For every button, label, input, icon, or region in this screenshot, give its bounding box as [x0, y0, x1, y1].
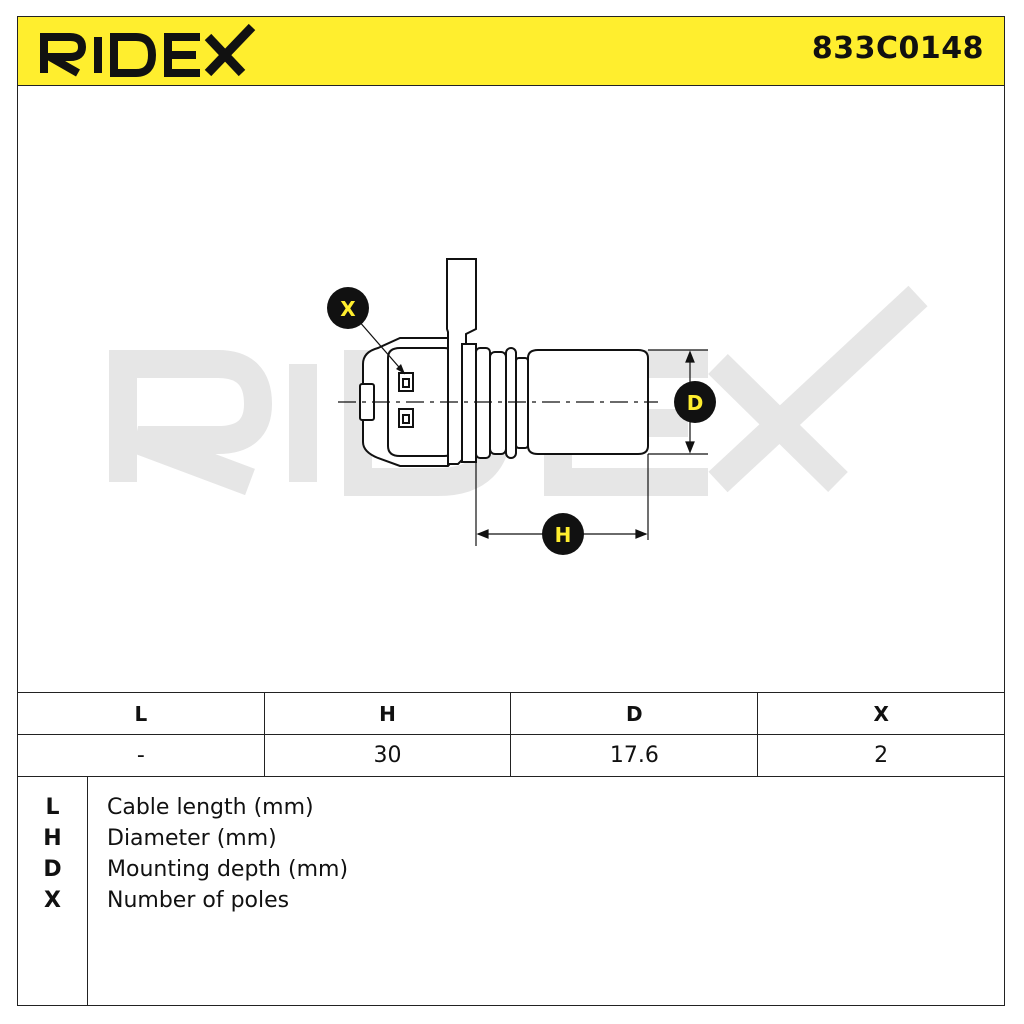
spec-value-d: 17.6 — [510, 734, 759, 777]
sensor-body — [359, 258, 649, 467]
legend-desc-x: Number of poles — [107, 888, 290, 913]
legend-desc-l: Cable length (mm) — [107, 795, 314, 820]
spec-value-h: 30 — [263, 734, 512, 777]
legend-key-l: L — [45, 795, 60, 820]
spec-value-row: - 30 17.6 2 — [17, 734, 1005, 777]
spec-table: L H D X - 30 17.6 2 — [17, 692, 1005, 777]
svg-text:H: H — [555, 523, 572, 547]
spec-value-x: 2 — [757, 734, 1005, 777]
x-leader-arrow — [396, 364, 405, 374]
spec-header-d: D — [510, 692, 759, 735]
spec-header-l: L — [17, 692, 265, 735]
callout-h: H — [542, 513, 584, 555]
spec-value-l: - — [17, 734, 265, 777]
legend-key-h: H — [43, 826, 62, 851]
brand-logo — [40, 23, 256, 77]
legend-descriptions: Cable length (mm) Diameter (mm) Mounting… — [107, 776, 348, 916]
legend-key-x: X — [44, 888, 61, 913]
spec-header-row: L H D X — [17, 692, 1005, 735]
sensor-drawing: X D H — [109, 258, 928, 555]
legend-box: L H D X Cable length (mm) Diameter (mm) … — [17, 776, 1005, 1006]
spec-header-h: H — [263, 692, 512, 735]
legend-desc-d: Mounting depth (mm) — [107, 857, 349, 882]
spec-header-x: X — [757, 692, 1005, 735]
callout-x: X — [327, 287, 369, 329]
legend-key-d: D — [43, 857, 62, 882]
svg-text:D: D — [687, 391, 704, 415]
callout-d: D — [674, 381, 716, 423]
x-leader-line — [357, 319, 406, 375]
legend-desc-h: Diameter (mm) — [107, 826, 277, 851]
svg-text:X: X — [340, 297, 356, 321]
header-bar: 833C0148 — [17, 16, 1005, 86]
part-number: 833C0148 — [811, 31, 984, 66]
legend-keys: L H D X — [18, 776, 88, 1005]
